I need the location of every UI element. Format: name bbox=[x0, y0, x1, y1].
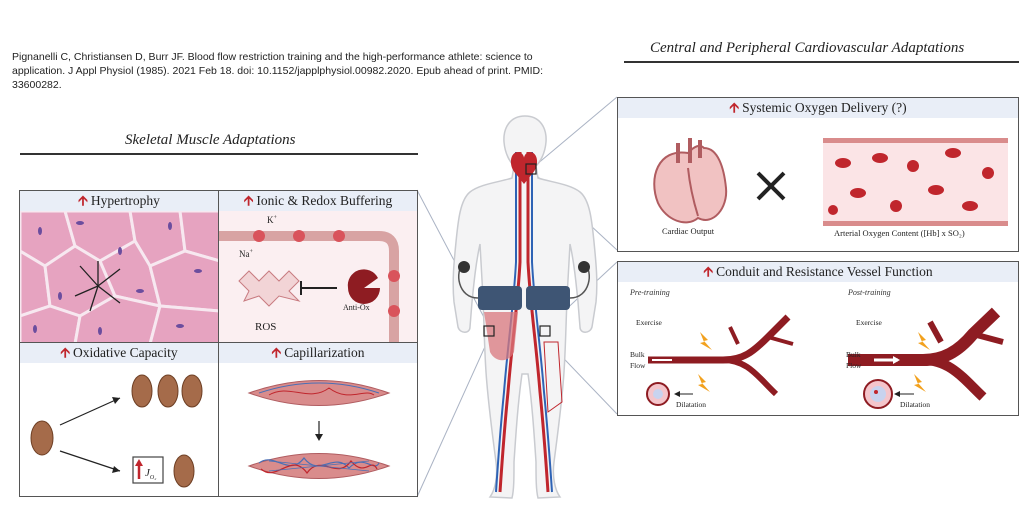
up-arrow-icon: 🡩 bbox=[729, 100, 740, 115]
up-arrow-icon: 🡩 bbox=[703, 264, 714, 279]
arterial-oxygen-label: Arterial Oxygen Content ([Hb] x SO₂) bbox=[834, 228, 965, 238]
bulk-label-post: Bulk bbox=[846, 350, 861, 359]
membrane-diagram bbox=[219, 211, 417, 342]
cardio-section-title: Central and Peripheral Cardiovascular Ad… bbox=[650, 40, 965, 56]
ionic-title: 🡩Ionic & Redox Buffering bbox=[219, 191, 417, 211]
lightning-icon bbox=[698, 332, 930, 392]
muscle-fiber-cross-section bbox=[20, 211, 218, 342]
skeletal-section-title: Skeletal Muscle Adaptations bbox=[125, 132, 296, 148]
mitochondria-diagram bbox=[30, 374, 203, 488]
conduit-title: 🡩Conduit and Resistance Vessel Function bbox=[618, 262, 1018, 282]
capillarization-title: 🡩Capillarization bbox=[219, 343, 417, 363]
cardiac-output-label: Cardiac Output bbox=[662, 226, 715, 236]
flow-label-pre: Flow bbox=[630, 361, 646, 370]
systemic-oxygen-panel: 🡩Systemic Oxygen Delivery (?) Cardiac Ou… bbox=[617, 97, 1019, 252]
antiox-label: Anti-Ox bbox=[343, 303, 370, 312]
hypertrophy-title: 🡩Hypertrophy bbox=[20, 191, 218, 211]
conduit-vessel-panel: 🡩Conduit and Resistance Vessel Function bbox=[617, 261, 1019, 416]
human-body-figure bbox=[452, 115, 598, 499]
post-training-label: Post-training bbox=[848, 288, 891, 297]
jo2-label: JO₂ bbox=[145, 467, 157, 482]
up-arrow-icon: 🡩 bbox=[271, 345, 282, 360]
systemic-title: 🡩Systemic Oxygen Delivery (?) bbox=[618, 98, 1018, 118]
up-arrow-icon: 🡩 bbox=[78, 193, 88, 208]
pre-training-label: Pre-training bbox=[630, 288, 670, 297]
up-arrow-icon: 🡩 bbox=[243, 193, 254, 208]
exercise-label-post: Exercise bbox=[856, 318, 882, 327]
up-arrow-icon: 🡩 bbox=[60, 345, 71, 360]
na-ion-label: Na+ bbox=[239, 249, 253, 259]
expand-arrows-icon bbox=[74, 261, 121, 312]
vessel-diagram bbox=[646, 307, 1004, 409]
capillary-diagram bbox=[247, 380, 391, 479]
k-ion-label: K+ bbox=[267, 215, 277, 225]
capillarization-panel: 🡩Capillarization bbox=[218, 342, 418, 497]
oxidative-title: 🡩Oxidative Capacity bbox=[20, 343, 218, 363]
skeletal-section-rule bbox=[20, 153, 418, 155]
mitochondrion-icon bbox=[30, 374, 203, 488]
oxidative-capacity-panel: 🡩Oxidative Capacity JO₂ bbox=[19, 342, 219, 497]
ros-label: ROS bbox=[255, 321, 277, 333]
bulk-label-pre: Bulk bbox=[630, 350, 645, 359]
heart-icon bbox=[653, 138, 728, 224]
dilatation-label-post: Dilatation bbox=[900, 400, 930, 409]
hypertrophy-panel: 🡩Hypertrophy bbox=[19, 190, 219, 343]
multiply-icon bbox=[756, 171, 786, 201]
citation-text: Pignanelli C, Christiansen D, Burr JF. B… bbox=[12, 51, 543, 91]
exercise-label-pre: Exercise bbox=[636, 318, 662, 327]
systemic-diagram bbox=[653, 138, 1008, 226]
flow-label-post: Flow bbox=[846, 361, 862, 370]
cardio-section-rule bbox=[624, 61, 1019, 63]
ionic-redox-panel: 🡩Ionic & Redox Buffering K+ Na+ ROS Anti… bbox=[218, 190, 418, 343]
dilatation-label-pre: Dilatation bbox=[676, 400, 706, 409]
